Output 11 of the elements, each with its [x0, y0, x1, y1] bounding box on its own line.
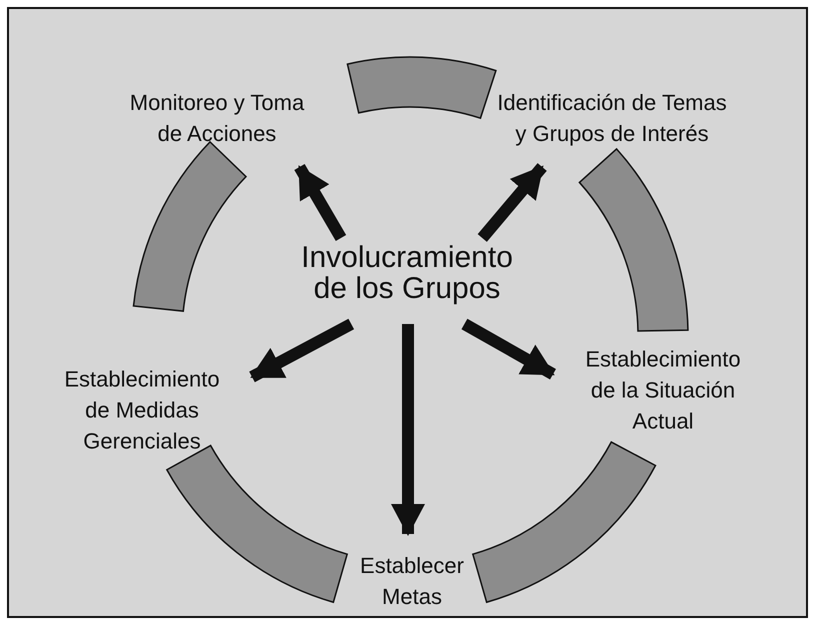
arrow: [249, 318, 354, 382]
stage-label: Establecimiento de la Situación Actual: [553, 340, 757, 440]
arrow: [391, 324, 425, 536]
stage-label: Establecimiento de Medidas Gerenciales: [48, 360, 252, 460]
center-label: Involucramiento de los Grupos: [288, 238, 526, 324]
arrow: [478, 163, 547, 242]
stage-label: Establecer Metas: [343, 534, 481, 616]
arrow: [294, 164, 346, 242]
stage-label: Monitoreo y Toma de Acciones: [113, 83, 321, 167]
arrow: [461, 318, 556, 380]
stage-label: Identificación de Temas y Grupos de Interés: [490, 83, 734, 167]
